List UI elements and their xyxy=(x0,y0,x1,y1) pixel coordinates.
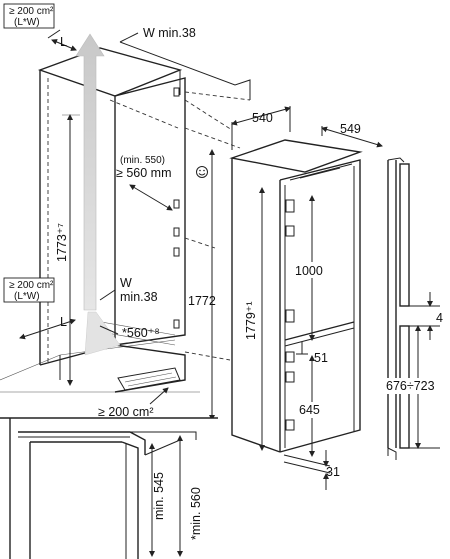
dim-645-text: 645 xyxy=(299,403,320,417)
min560-star-text: *min. 560 xyxy=(189,487,203,540)
bottom-vent-annotation: ≥ 200 cm² (L*W) W min.38 L *560⁺⁸ xyxy=(3,276,160,340)
min560-text: ≥ 560 mm xyxy=(116,166,172,180)
dim-540-text: 540 xyxy=(252,111,273,125)
w-bottom-text: W xyxy=(120,276,132,290)
dim-51-text: 51 xyxy=(314,351,328,365)
dim-4-text: 4 xyxy=(436,311,443,325)
door-profile: 4 676÷723 xyxy=(384,157,448,460)
vent-base-text: ≥ 200 cm² xyxy=(98,405,154,419)
smiley-icon xyxy=(196,166,208,178)
dim-676-723-text: 676÷723 xyxy=(386,379,435,393)
dim-645-dimension: 645 xyxy=(297,355,325,457)
height-1772-text: 1772 xyxy=(188,294,216,308)
dim-31-text: 31 xyxy=(326,465,340,479)
dim-31-dimension: 31 xyxy=(283,450,340,490)
dim-1000-dimension: 1000 xyxy=(294,195,330,341)
appliance-body xyxy=(229,139,363,453)
vent-bottom-sub-text: (L*W) xyxy=(14,291,40,302)
depth-bottom-text: *560⁺⁸ xyxy=(122,326,160,340)
l-top-text: L xyxy=(60,35,67,49)
vent-bottom-text: ≥ 200 cm² xyxy=(9,280,54,291)
airflow-arrow-icon xyxy=(75,33,121,356)
dim-549-text: 549 xyxy=(340,122,361,136)
height-1779-dimension: 1779⁺¹ xyxy=(244,187,265,451)
inset-plan: min. 545 *min. 560 xyxy=(0,417,218,559)
dim-1000-text: 1000 xyxy=(295,264,323,278)
niche-height-dimension: 1773⁺⁷ xyxy=(55,114,80,386)
width-depth-dimensions: 540 549 xyxy=(231,106,383,150)
dim-51-dimension: 51 xyxy=(296,342,328,365)
min550-text: (min. 550) xyxy=(120,155,165,166)
base-vent-annotation: ≥ 200 cm² xyxy=(98,387,169,419)
height-1779-text: 1779⁺¹ xyxy=(244,301,258,340)
min545-text: min. 545 xyxy=(152,472,166,520)
height-1772-dimension: 1772 xyxy=(184,127,241,421)
min38-bottom-text: min.38 xyxy=(120,290,158,304)
niche-height-text: 1773⁺⁷ xyxy=(55,223,69,262)
top-vent-annotation: ≥ 200 cm² (L*W) L W min.38 xyxy=(3,3,196,51)
vent-top-sub-text: (L*W) xyxy=(14,17,40,28)
guide-dashed-line xyxy=(184,99,233,131)
vent-top-text: ≥ 200 cm² xyxy=(9,6,54,17)
l-bottom-text: L xyxy=(60,315,67,329)
min-clearance-annotation: (min. 550) ≥ 560 mm xyxy=(116,155,208,211)
w-min-top-text: W min.38 xyxy=(143,26,196,40)
